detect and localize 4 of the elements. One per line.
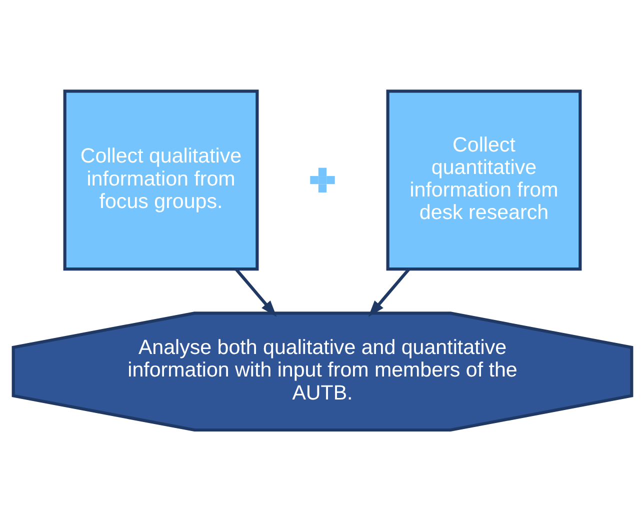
- node-box: Collect quantitative information from desk research: [386, 89, 582, 270]
- arrow: [234, 268, 276, 316]
- arrow: [368, 268, 410, 316]
- node-box: Collect qualitative information from focus groups.: [62, 89, 258, 270]
